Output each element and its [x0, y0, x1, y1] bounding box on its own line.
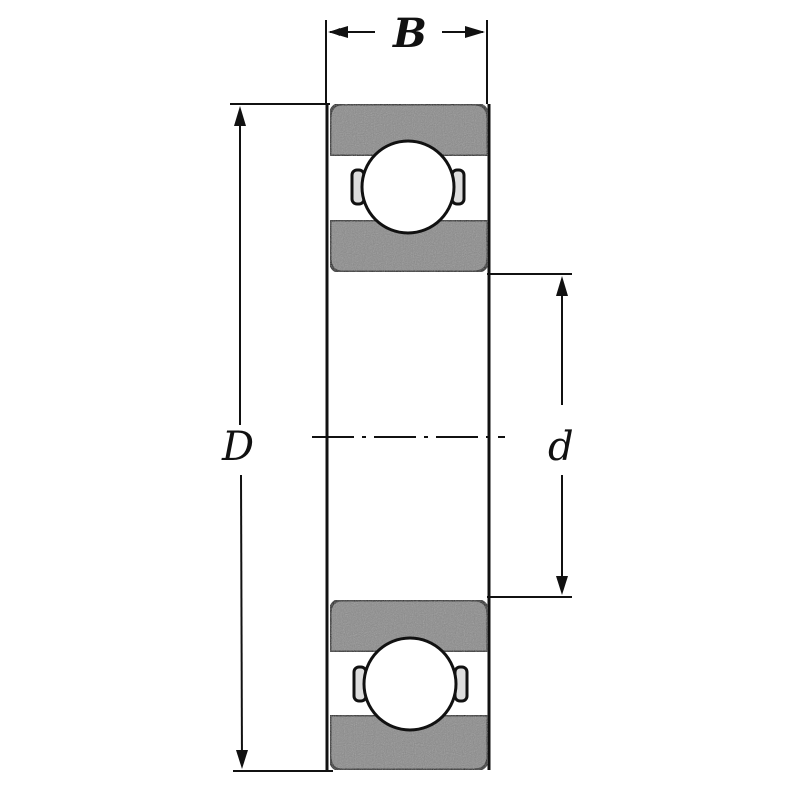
dimension-b: [325, 20, 488, 104]
top-bearing-section: [328, 102, 490, 274]
ball-bottom: [362, 636, 458, 732]
inner-ring-bottom: [328, 598, 490, 654]
outer-diameter-label: D: [222, 424, 255, 470]
width-label: B: [393, 10, 427, 57]
outer-ring-top: [328, 102, 490, 158]
dimension-d-inner: [487, 273, 572, 598]
inner-ring-top: [328, 218, 490, 274]
dimension-d-outer: [230, 103, 333, 772]
bottom-bearing-section: [328, 598, 490, 772]
ball-top: [360, 139, 456, 235]
outer-ring-bottom: [328, 713, 490, 772]
inner-diameter-label: d: [548, 424, 574, 470]
